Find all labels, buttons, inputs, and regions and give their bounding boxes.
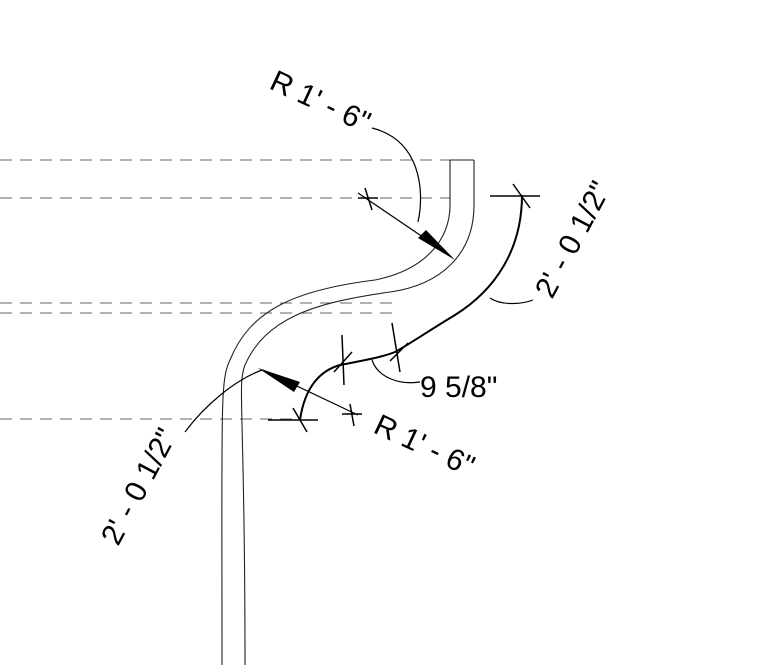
radius-slash-top bbox=[364, 187, 373, 211]
extension-tick-mid-1 bbox=[341, 334, 345, 386]
radius-slash-bottom bbox=[349, 403, 355, 427]
arc-dimension-right bbox=[339, 194, 523, 366]
arrowhead-bottom bbox=[258, 368, 300, 392]
leader-length-right bbox=[489, 297, 534, 305]
extension-slash-mid-2 bbox=[389, 342, 409, 362]
extension-slash-top bbox=[512, 183, 531, 209]
extension-slash-mid-1 bbox=[333, 351, 353, 373]
radius-bottom-label: R 1' - 6" bbox=[369, 408, 479, 483]
pipe-wall-outer bbox=[240, 160, 475, 666]
length-left-label: 2' - 0 1/2" bbox=[95, 423, 184, 550]
radius-top-label: R 1' - 6" bbox=[265, 64, 375, 139]
leader-radius-top bbox=[371, 127, 422, 223]
reference-lines bbox=[0, 159, 450, 420]
leader-offset bbox=[371, 359, 421, 384]
length-right-label: 2' - 0 1/2" bbox=[529, 176, 618, 303]
extension-tick-mid-2 bbox=[391, 322, 401, 373]
radius-leaders bbox=[258, 187, 455, 427]
arrowhead-top bbox=[418, 230, 455, 260]
label-leaders bbox=[184, 127, 534, 433]
pipe-outline bbox=[221, 159, 475, 666]
extension-slash-bottom bbox=[292, 407, 308, 433]
leader-length-left bbox=[184, 369, 263, 433]
arc-dimensions bbox=[268, 183, 540, 433]
arc-dimension-left bbox=[299, 364, 341, 421]
offset-label: 9 5/8" bbox=[420, 371, 497, 404]
pipe-wall-inner bbox=[221, 160, 451, 666]
